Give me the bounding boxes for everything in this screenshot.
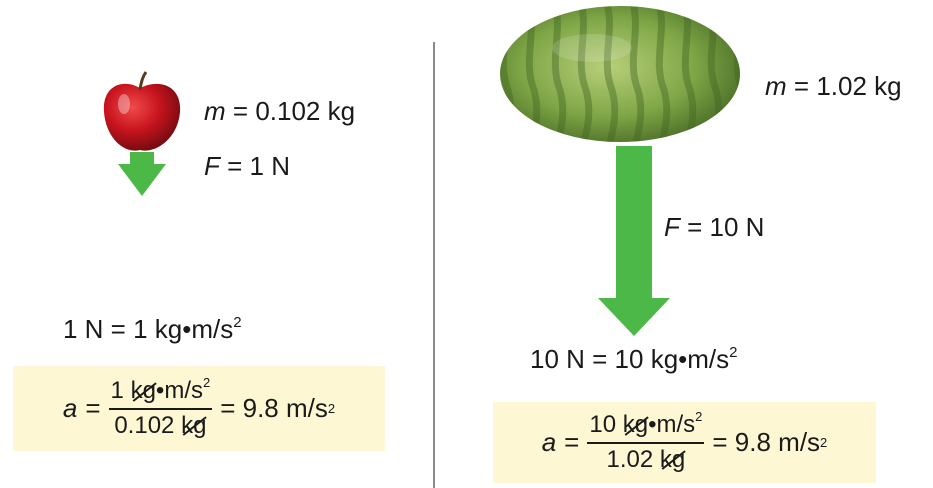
watermelon-fraction-denominator: 1.02 kg bbox=[605, 447, 688, 473]
watermelon-image bbox=[496, 0, 748, 338]
apple-mass-label: m = 0.102 kg bbox=[204, 98, 355, 124]
watermelon-force-label: F = 10 N bbox=[664, 214, 764, 240]
apple-fraction-denominator: 0.102 kg bbox=[112, 413, 208, 439]
force-arrow-icon bbox=[118, 152, 166, 196]
column-divider bbox=[433, 42, 435, 488]
watermelon-mass-label: m = 1.02 kg bbox=[765, 73, 902, 99]
apple-fraction: 1 kg•m/s2 0.102 kg bbox=[109, 378, 213, 439]
apple-image bbox=[94, 66, 189, 200]
apple-fraction-numerator: 1 kg•m/s2 bbox=[109, 378, 213, 404]
apple-unit-equation: 1 N = 1 kg•m/s2 bbox=[63, 316, 242, 342]
force-arrow-icon bbox=[598, 146, 670, 336]
watermelon-fraction: 10 kg•m/s2 1.02 kg bbox=[587, 412, 704, 473]
watermelon-fraction-numerator: 10 kg•m/s2 bbox=[587, 412, 704, 438]
apple-force-label: F = 1 N bbox=[204, 153, 290, 179]
watermelon-unit-equation: 10 N = 10 kg•m/s2 bbox=[530, 346, 737, 372]
